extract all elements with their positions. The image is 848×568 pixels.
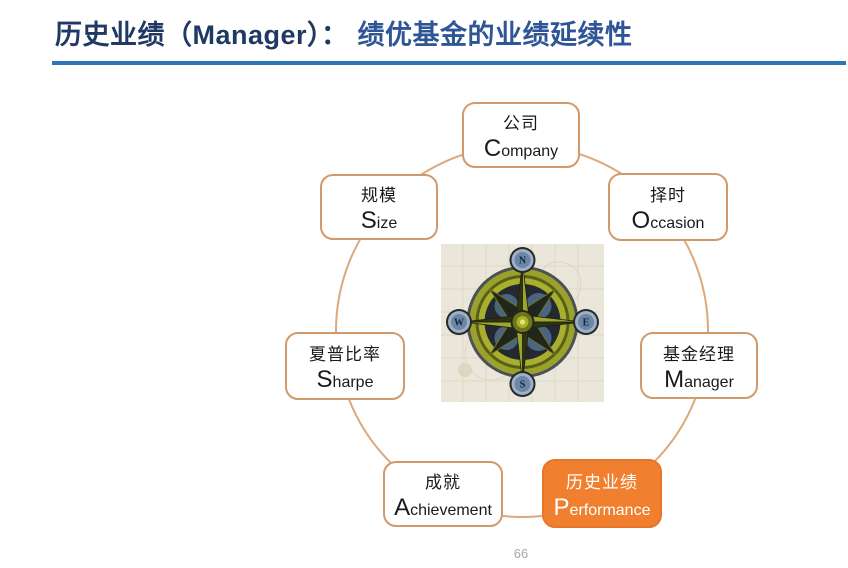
compass-letter-n: N bbox=[519, 256, 527, 267]
node-performance-label-cn: 历史业绩 bbox=[566, 472, 638, 492]
node-size: 规模 Size bbox=[320, 174, 438, 240]
compass-image: N E S W bbox=[441, 244, 604, 402]
node-manager-label-en: Manager bbox=[664, 365, 734, 393]
node-company-label-en: Company bbox=[484, 137, 558, 161]
node-achievement-en-initial: A bbox=[394, 494, 411, 521]
node-company: 公司 Company bbox=[462, 102, 580, 168]
node-occasion-en-rest: ccasion bbox=[650, 215, 705, 232]
node-manager-en-initial: M bbox=[664, 365, 685, 393]
page-number: 66 bbox=[513, 546, 529, 561]
node-size-label-en: Size bbox=[361, 209, 397, 233]
node-company-en-rest: ompany bbox=[501, 143, 559, 160]
page-title-sub: 绩优基金的业绩延续性 bbox=[357, 20, 633, 50]
compass-letter-w: W bbox=[454, 318, 464, 329]
node-occasion-en-initial: O bbox=[631, 207, 651, 234]
node-manager: 基金经理 Manager bbox=[640, 332, 758, 399]
node-performance-label-en: Performance bbox=[553, 493, 651, 521]
node-manager-en-rest: anager bbox=[684, 373, 734, 391]
node-achievement-en-rest: chievement bbox=[410, 502, 492, 519]
node-achievement: 成就 Achievement bbox=[383, 461, 503, 527]
node-company-en-initial: C bbox=[483, 135, 502, 162]
node-occasion-label-en: Occasion bbox=[632, 209, 705, 233]
node-sharpe-en-initial: S bbox=[316, 366, 333, 393]
node-company-label-cn: 公司 bbox=[503, 114, 539, 133]
node-performance-en-rest: erformance bbox=[569, 501, 651, 519]
compass-letter-e: E bbox=[583, 318, 590, 329]
node-occasion-label-cn: 择时 bbox=[650, 186, 686, 205]
page-title-main: 历史业绩（Manager）： bbox=[55, 20, 349, 50]
compass-letter-s: S bbox=[520, 380, 526, 391]
node-achievement-label-en: Achievement bbox=[394, 496, 492, 520]
title-underline bbox=[52, 61, 846, 65]
node-occasion: 择时 Occasion bbox=[608, 173, 728, 241]
node-achievement-label-cn: 成就 bbox=[425, 473, 461, 492]
node-performance-highlighted: 历史业绩 Performance bbox=[542, 459, 662, 528]
node-performance-en-initial: P bbox=[553, 493, 570, 521]
node-sharpe-en-rest: harpe bbox=[332, 374, 374, 391]
node-sharpe-label-cn: 夏普比率 bbox=[309, 345, 381, 364]
node-manager-label-cn: 基金经理 bbox=[663, 344, 735, 364]
node-size-en-initial: S bbox=[360, 207, 377, 234]
node-size-en-rest: ize bbox=[376, 215, 398, 232]
node-sharpe-label-en: Sharpe bbox=[317, 368, 374, 392]
node-sharpe: 夏普比率 Sharpe bbox=[285, 332, 405, 400]
node-size-label-cn: 规模 bbox=[361, 186, 397, 205]
page-title: 历史业绩（Manager）： 绩优基金的业绩延续性 bbox=[55, 13, 633, 52]
